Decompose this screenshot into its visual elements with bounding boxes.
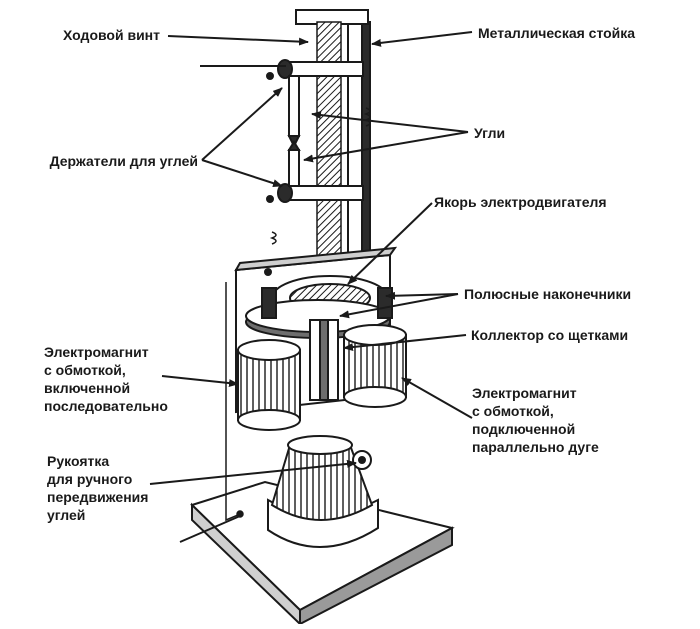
- handle-knob: [352, 450, 372, 470]
- lead-screw: [316, 21, 342, 268]
- label-lead-screw: Ходовой винт: [63, 27, 160, 43]
- label-commutator: Коллектор со щетками: [471, 327, 629, 343]
- label-series-electromagnet: Электромагнит с обмоткой, включенной пос…: [44, 344, 168, 414]
- label-carbons: Угли: [474, 125, 506, 141]
- leader-lines: [149, 31, 473, 543]
- carbon-rods: [287, 75, 301, 187]
- pedestal: [267, 435, 379, 548]
- label-metal-post: Металлическая стойка: [478, 25, 636, 41]
- commutator-shaft: [309, 319, 339, 401]
- label-pole-pieces: Полюсные наконечники: [464, 286, 632, 302]
- springs: [269, 107, 371, 245]
- label-handle: Рукоятка для ручного передвижения углей: [47, 453, 149, 523]
- left-electromagnet: [237, 339, 301, 431]
- carbon-holders: [200, 59, 364, 203]
- label-motor-armature: Якорь электродвигателя: [434, 194, 607, 210]
- label-parallel-electromagnet: Электромагнит с обмоткой, подключенной п…: [472, 385, 599, 455]
- label-carbon-holders: Держатели для углей: [49, 153, 198, 169]
- right-electromagnet: [343, 324, 407, 408]
